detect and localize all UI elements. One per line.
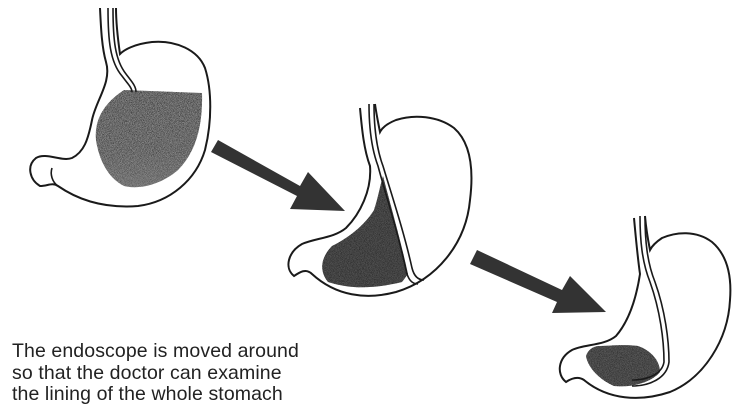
stomach-stage-1	[30, 8, 210, 206]
caption-text: The endoscope is moved around so that th…	[12, 341, 352, 404]
arrow-2	[470, 250, 606, 313]
caption-line-1: The endoscope is moved around	[12, 341, 352, 363]
caption-line-3: the lining of the whole stomach	[12, 384, 352, 404]
examined-region-1	[96, 90, 202, 187]
arrow-1	[211, 140, 345, 211]
caption-line-2: so that the doctor can examine	[12, 363, 352, 385]
examined-region-2	[322, 176, 408, 287]
examined-region-3	[586, 345, 660, 386]
